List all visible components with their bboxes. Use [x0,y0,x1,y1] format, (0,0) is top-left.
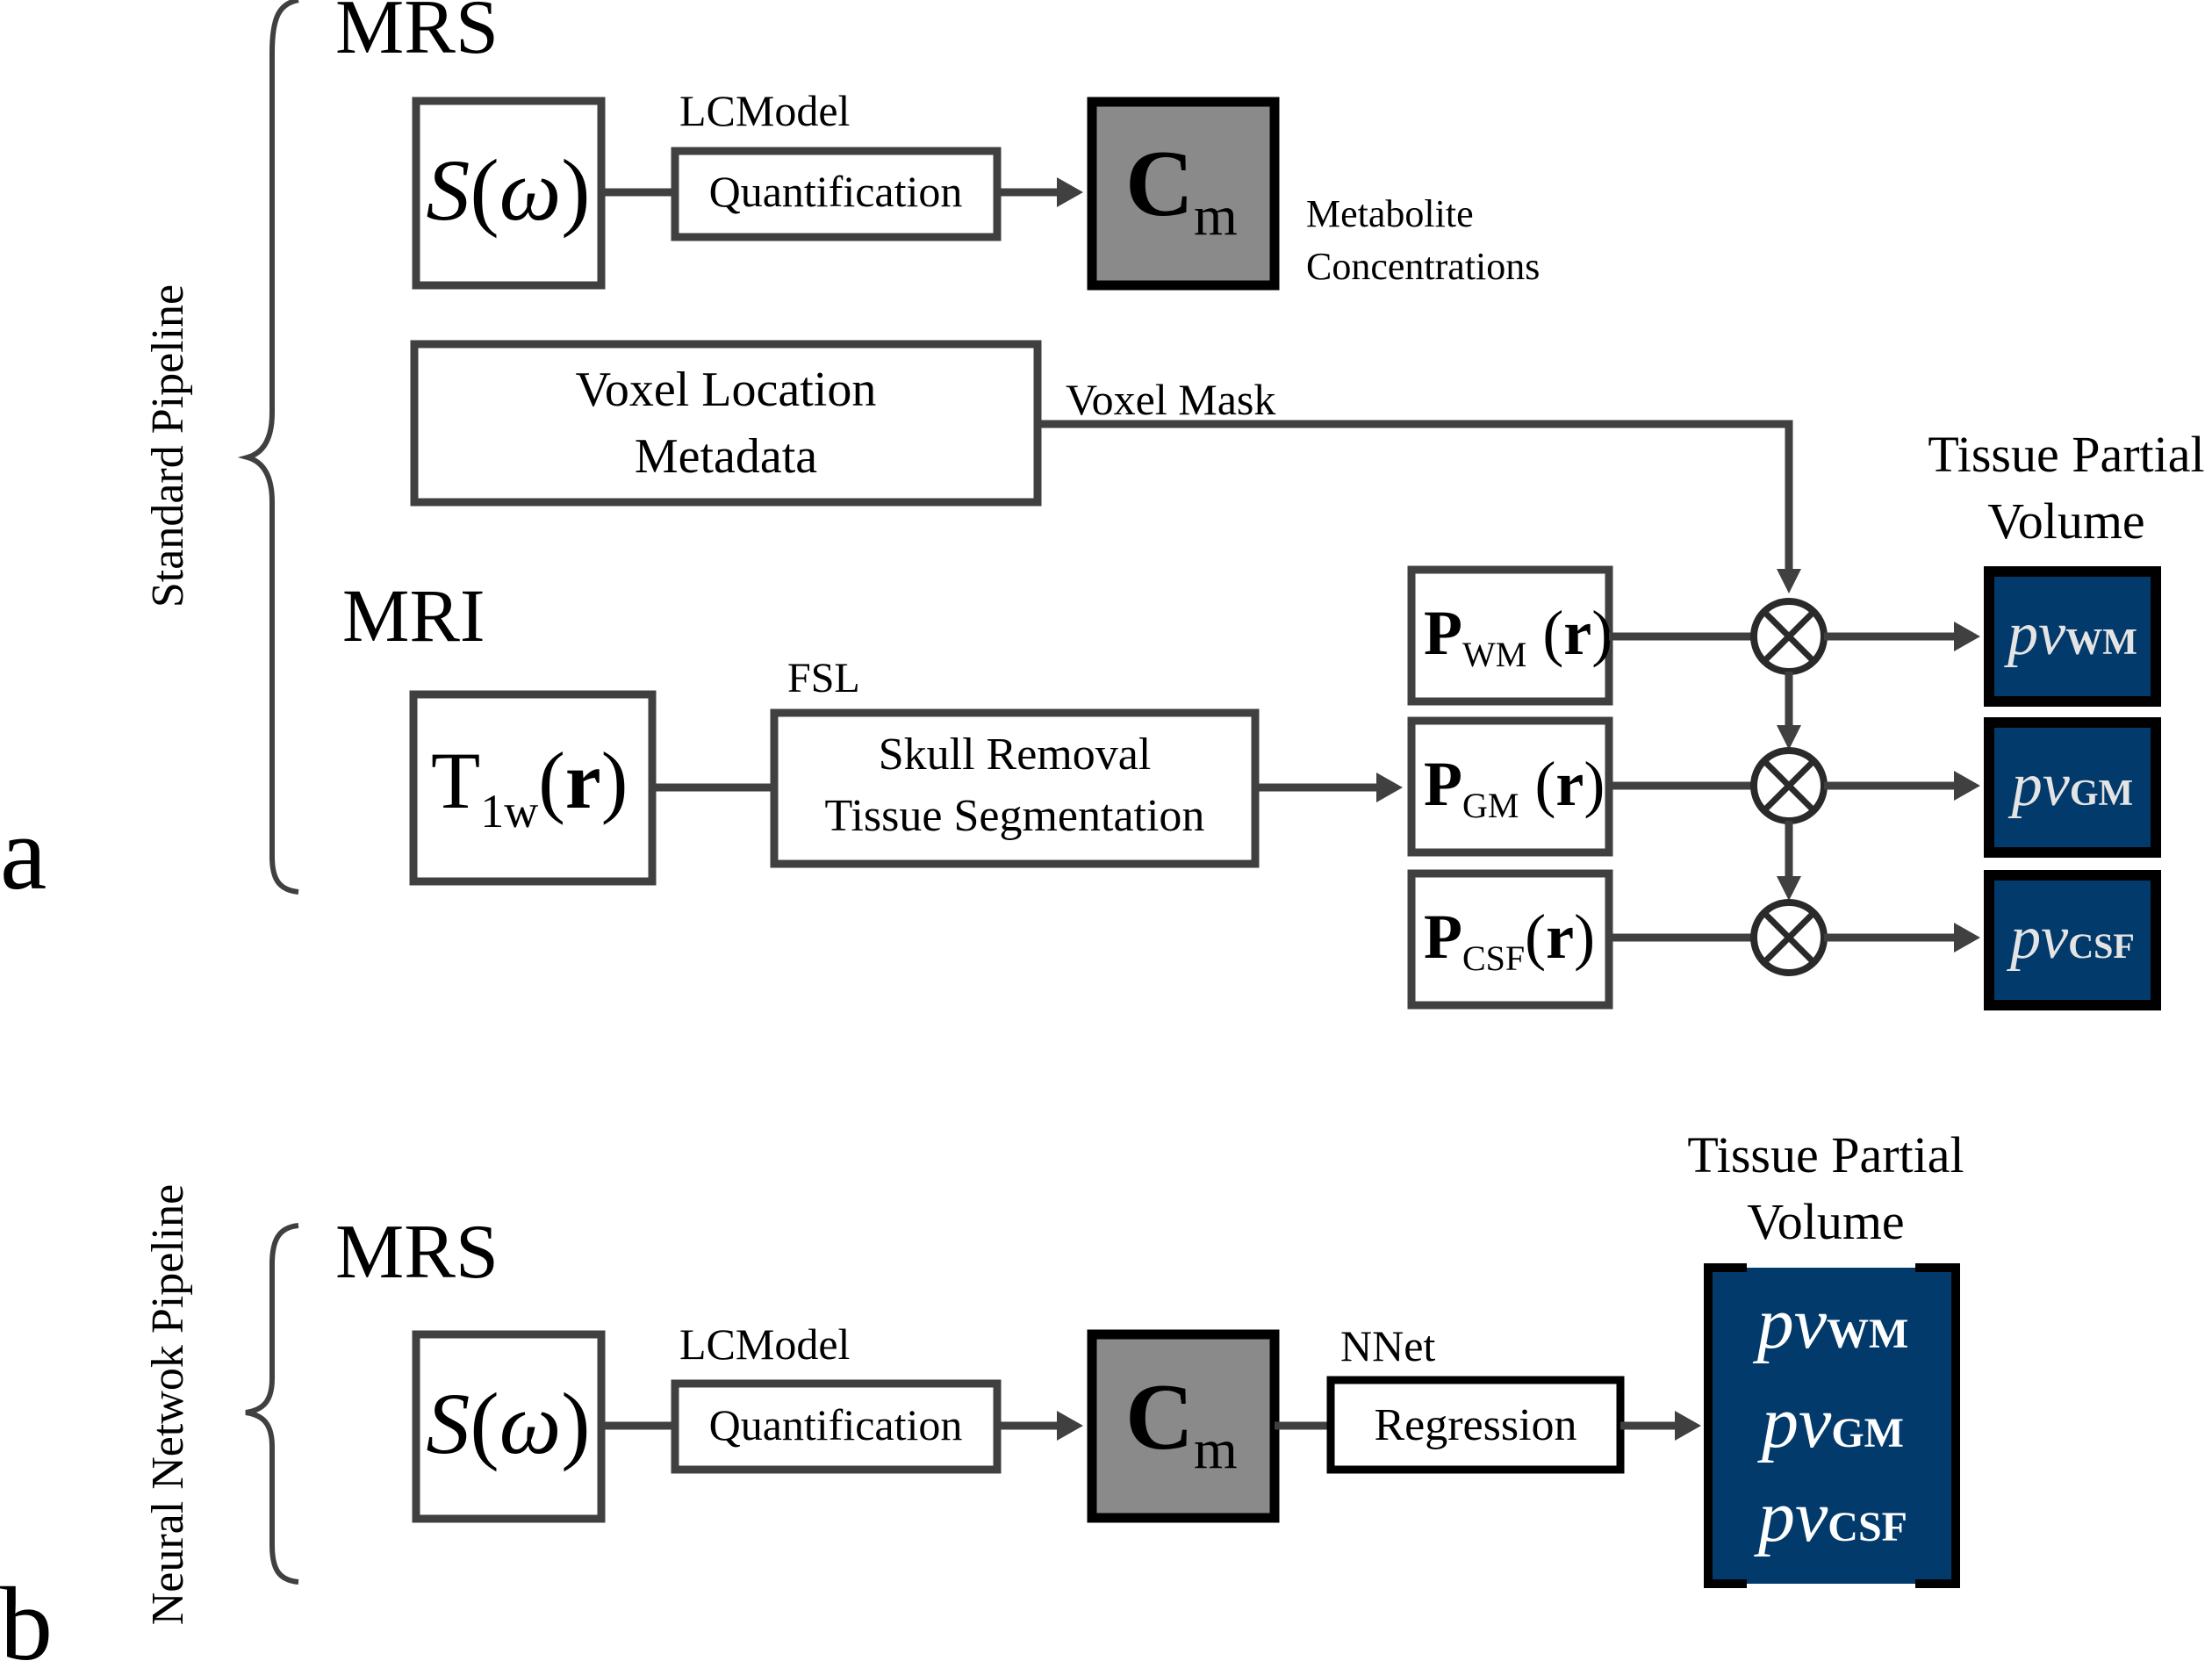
prob-row-wm: PWM (r) pvWM [1407,565,2161,707]
segmentation-line1: Skull Removal [879,730,1152,780]
concentrations-symbol-b: Cm [1125,1365,1238,1480]
panel-a: a Standard Pipeline MRS S(ω) LCModel Qua… [0,0,2205,1010]
fsl-label: FSL [787,655,860,701]
panel-letter-b: b [0,1565,53,1668]
pv-output-label-csf: pvCSF [2006,904,2135,972]
signal-box-a [412,97,606,290]
standard-pipeline-label: Standard Pipeline [143,284,193,608]
panel-b: b Neural Netwok Pipeline MRS S(ω) LCMode… [0,1126,1964,1668]
arrow-icon [1057,1411,1083,1441]
pv-output-stack-left-bracket [1704,1263,1747,1588]
prob-row-gm: PGM (r) pvGM [1407,716,2161,858]
standard-pipeline-brace [237,0,299,895]
quantification-label-b: Quantification [709,1400,963,1449]
neural-network-pipeline-brace [245,1223,299,1585]
voxel-mask-label: Voxel Mask [1066,375,1275,424]
metabolite-label-line1: Metabolite [1306,192,1474,235]
concentrations-box-b [1087,1329,1280,1523]
prob-row-csf: PCSF(r) pvCSF [1407,869,2161,1010]
pv-output-stack: pvWM pvGM pvCSF [1704,1263,1960,1588]
metabolite-label-line2: Concentrations [1306,245,1540,288]
pv-output-box-gm [1984,717,2161,858]
pv-output-box-wm [1984,566,2161,707]
pv-output-box-csf [1984,870,2161,1010]
arrow-icon [1777,569,1801,593]
regression-label: Regression [1374,1400,1576,1450]
prob-map-label-wm: PWM (r) [1424,598,1612,674]
segmentation-box [770,708,1260,868]
arrow-icon [1777,725,1801,750]
nnet-label: NNet [1340,1321,1435,1370]
concentrations-symbol-a: Cm [1125,132,1238,247]
neural-network-pipeline-label: Neural Netwok Pipeline [143,1184,193,1626]
pv-stack-label-csf: pvCSF [1754,1476,1907,1557]
arrow-icon [1675,1411,1701,1441]
mrs-heading-a: MRS [335,0,499,70]
prob-map-label-csf: PCSF(r) [1424,902,1595,978]
quantification-label-a: Quantification [709,167,963,216]
pv-output-stack-right-bracket [1915,1263,1960,1588]
pv-output-stack-box [1705,1268,1957,1584]
lcmodel-label-b: LCModel [679,1319,850,1369]
mri-heading: MRI [342,573,485,658]
signal-expression-a: S(ω) [426,141,590,239]
voxel-mask-connector [1038,420,1793,571]
output-title-a-line2: Volume [1987,492,2144,550]
pv-stack-label-gm: pvGM [1757,1382,1904,1463]
voxel-location-line2: Metadata [635,429,817,484]
output-title-b-line1: Tissue Partial [1687,1126,1964,1183]
segmentation-line2: Tissue Segmentation [825,791,1205,841]
concentrations-box-a [1087,97,1280,291]
t1w-expression: T1w(r) [431,736,628,838]
signal-expression-b: S(ω) [426,1375,590,1472]
prob-map-box-csf [1407,869,1613,1010]
panel-letter-a: a [0,794,47,911]
mrs-heading-b: MRS [335,1210,499,1295]
output-title-a-line1: Tissue Partial [1928,426,2204,483]
multiply-icon-stroke [1762,759,1816,813]
quantification-box-b [671,1379,1002,1474]
output-title-b-line2: Volume [1747,1193,1904,1250]
arrow-icon [1954,923,1980,953]
prob-map-box-wm [1407,565,1613,706]
pv-output-label-wm: pvWM [2003,600,2137,668]
multiply-icon-stroke [1762,910,1816,965]
lcmodel-label-a: LCModel [679,86,850,135]
arrow-icon [1954,771,1980,801]
pv-output-label-gm: pvGM [2007,751,2133,819]
multiply-icon-stroke [1762,609,1816,664]
arrow-icon [1376,773,1403,802]
arrow-icon [1954,622,1980,651]
arrow-icon [1057,177,1083,207]
signal-box-b [412,1330,606,1523]
prob-map-label-gm: PGM (r) [1424,749,1605,825]
voxel-location-line1: Voxel Location [576,363,877,417]
pv-stack-label-wm: pvWM [1753,1283,1909,1364]
arrow-icon [1777,876,1801,901]
